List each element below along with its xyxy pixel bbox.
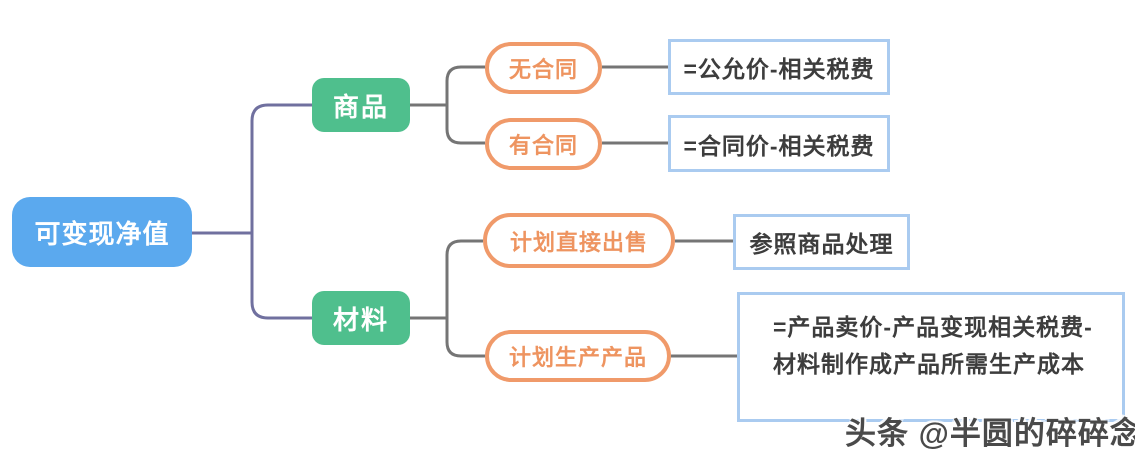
condition-node-with-contract: 有合同 (485, 118, 602, 170)
root-bracket-line (250, 103, 312, 320)
condition-node-planned-production: 计划生产产品 (485, 330, 671, 382)
condition-node-no-contract: 无合同 (485, 42, 602, 94)
result-box-refer-goods: 参照商品处理 (733, 214, 910, 270)
watermark: 头条 @半圆的碎碎念 (845, 416, 1135, 451)
materials-bracket-line (445, 239, 485, 358)
goods-bracket-line (445, 65, 485, 145)
root-node-net-realizable-value: 可变现净值 (12, 197, 192, 267)
result-box-contract-price: =合同价-相关税费 (668, 115, 890, 172)
condition-node-planned-direct-sale: 计划直接出售 (483, 213, 675, 268)
result-box-product-sale-price: =产品卖价-产品变现相关税费-材料制作成产品所需生产成本 (737, 292, 1125, 422)
branch-node-goods: 商品 (312, 78, 410, 132)
branch-node-materials: 材料 (312, 291, 410, 345)
result-box-fair-value: =公允价-相关税费 (668, 39, 890, 95)
